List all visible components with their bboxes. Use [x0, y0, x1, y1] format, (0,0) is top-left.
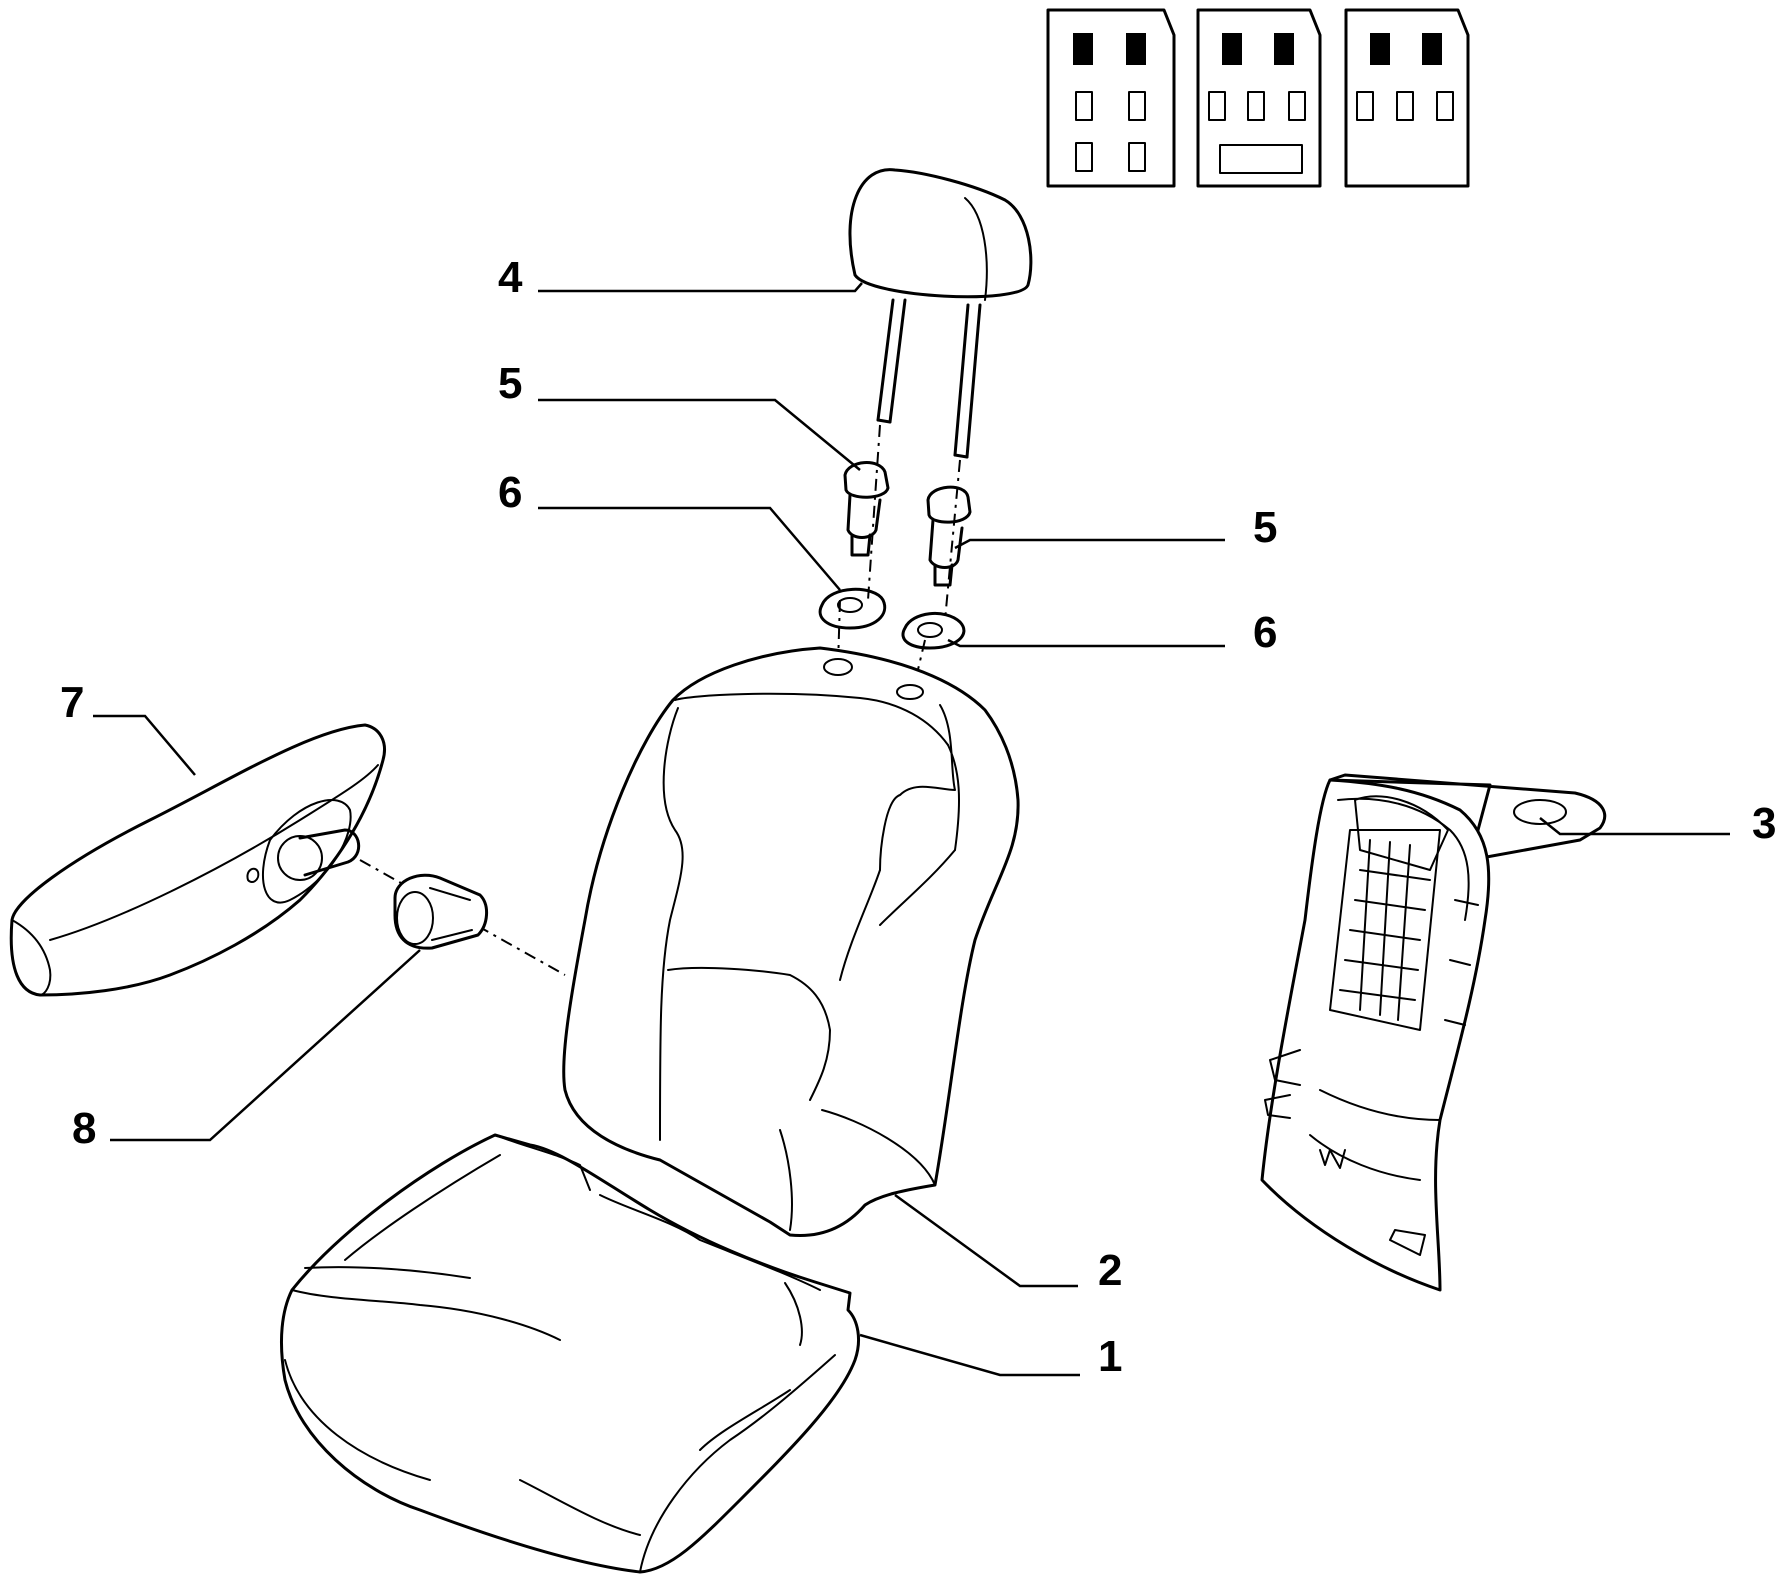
leader-lines [93, 282, 1730, 1377]
headrest-guide-bushing-left [843, 461, 890, 557]
seat-cushion [280, 1133, 860, 1574]
seat-layout-variant-2-icon [1196, 8, 1322, 188]
headrest-bushing-trim-right [901, 611, 966, 650]
seat-layout-variant-1-icon [1046, 8, 1176, 188]
backrest-rear-panel [1260, 773, 1607, 1292]
label-6b: 6 [1253, 608, 1277, 657]
seat-backrest [562, 646, 1020, 1238]
headrest-bushing-trim-left [818, 587, 887, 630]
headrest-guide-bushing-right [926, 485, 972, 587]
label-5a: 5 [498, 359, 522, 408]
armrest-pivot-pin [393, 873, 488, 950]
armrest [9, 723, 386, 997]
label-1: 1 [1098, 1332, 1122, 1381]
label-3: 3 [1752, 799, 1776, 848]
seat-layout-variant-3-icon [1344, 8, 1470, 188]
label-7: 7 [60, 678, 84, 727]
label-2: 2 [1098, 1246, 1122, 1295]
label-4: 4 [498, 253, 523, 302]
headrest [848, 168, 1033, 459]
label-5b: 5 [1253, 503, 1277, 552]
label-8: 8 [72, 1104, 96, 1153]
label-6a: 6 [498, 468, 522, 517]
